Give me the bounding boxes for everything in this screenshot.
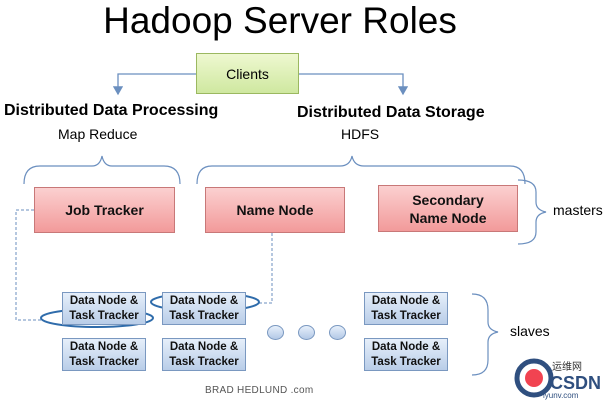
slave-line1: Data Node &	[69, 294, 139, 307]
csdn-watermark-logo: 运维网 CSDN iyunv.com	[510, 355, 610, 400]
secondary-name-node-box: Secondary Name Node	[378, 185, 518, 232]
ellipsis-dot	[329, 325, 346, 340]
name-node-link	[258, 233, 273, 304]
storage-title: Distributed Data Storage	[297, 104, 485, 121]
slave-line2: Task Tracker	[371, 309, 441, 322]
processing-brace	[23, 155, 181, 185]
clients-box: Clients	[196, 53, 299, 94]
storage-subtitle: HDFS	[341, 126, 380, 142]
slave-line1: Data Node &	[169, 294, 239, 307]
slave-node: Data Node & Task Tracker	[364, 292, 448, 325]
ellipsis-dot	[298, 325, 315, 340]
svg-text:CSDN: CSDN	[550, 373, 601, 393]
slave-line2: Task Tracker	[169, 309, 239, 322]
ellipsis-dot	[267, 325, 284, 340]
slave-node: Data Node & Task Tracker	[162, 338, 246, 371]
slave-line1: Data Node &	[169, 340, 239, 353]
processing-title: Distributed Data Processing	[4, 102, 219, 119]
secondary-line2: Name Node	[409, 209, 487, 226]
arrow-to-storage	[299, 73, 409, 96]
storage-brace	[196, 155, 526, 185]
name-node-box: Name Node	[205, 187, 345, 233]
slave-line2: Task Tracker	[169, 355, 239, 368]
slave-node: Data Node & Task Tracker	[364, 338, 448, 371]
secondary-line1: Secondary	[412, 191, 484, 208]
slaves-label: slaves	[510, 323, 550, 339]
arrow-to-processing	[112, 73, 196, 96]
footer-credit: BRAD HEDLUND .com	[205, 385, 314, 396]
svg-text:iyunv.com: iyunv.com	[543, 391, 579, 400]
slave-node: Data Node & Task Tracker	[162, 292, 246, 325]
slave-node: Data Node & Task Tracker	[62, 292, 146, 325]
slaves-brace	[471, 293, 499, 376]
slave-line2: Task Tracker	[69, 309, 139, 322]
slave-line2: Task Tracker	[371, 355, 441, 368]
slave-line1: Data Node &	[69, 340, 139, 353]
page-title: Hadoop Server Roles	[103, 0, 457, 41]
slave-line1: Data Node &	[371, 294, 441, 307]
slave-node: Data Node & Task Tracker	[62, 338, 146, 371]
svg-text:运维网: 运维网	[552, 360, 582, 373]
slave-line1: Data Node &	[371, 340, 441, 353]
processing-subtitle: Map Reduce	[58, 126, 138, 142]
slave-line2: Task Tracker	[69, 355, 139, 368]
job-tracker-link	[15, 209, 44, 321]
masters-label: masters	[553, 202, 603, 218]
csdn-logo-icon: 运维网 CSDN iyunv.com	[514, 358, 601, 400]
masters-brace	[517, 179, 547, 245]
job-tracker-box: Job Tracker	[34, 187, 175, 233]
